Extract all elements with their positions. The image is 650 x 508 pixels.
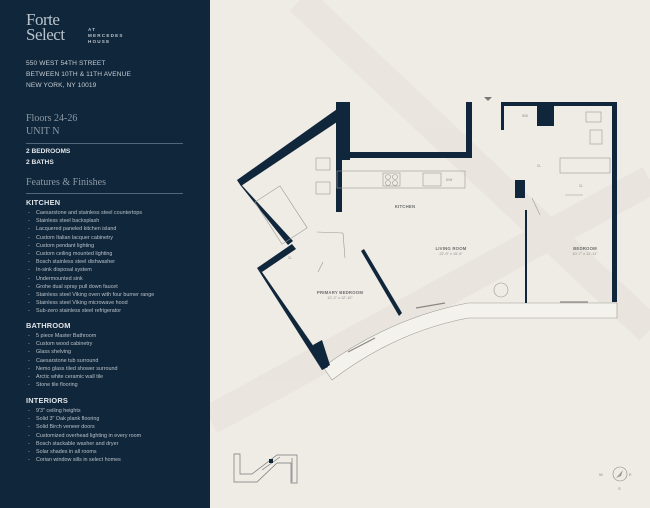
- feature-item: Sub-zero stainless steel refrigerator: [26, 307, 154, 315]
- feature-item: In-sink disposal system: [26, 266, 154, 274]
- feature-item: Custom Italian lacquer cabinetry: [26, 234, 154, 242]
- closet-label: CL: [537, 164, 542, 168]
- section-interiors-title: INTERIORS: [26, 396, 69, 405]
- section-bathroom-title: BATHROOM: [26, 321, 71, 330]
- window-band: [322, 302, 618, 381]
- feature-item: 5 piece Master Bathroom: [26, 332, 118, 340]
- bedrooms: 2 BEDROOMS: [26, 148, 71, 155]
- primary-bedroom-dims: 12'-2" x 12'-10": [327, 296, 353, 300]
- compass-e: E: [629, 472, 632, 477]
- feature-item: Arctic white ceramic wall tile: [26, 373, 118, 381]
- compass-s: S: [618, 486, 621, 491]
- feature-item: Stainless steel Viking microwave hood: [26, 299, 154, 307]
- feature-item: Custom ceiling mounted lighting: [26, 250, 154, 258]
- floors: Floors 24-26: [26, 113, 78, 124]
- closet-label: CL: [579, 184, 584, 188]
- walls: [237, 102, 617, 370]
- feature-item: Stainless steel backsplash: [26, 217, 154, 225]
- feature-item: 9'3" ceiling heights: [26, 407, 141, 415]
- feature-item: Stone tile flooring: [26, 381, 118, 389]
- address-line: NEW YORK, NY 10019: [26, 82, 97, 89]
- washer-dryer-label: W/D: [522, 114, 529, 118]
- divider: [26, 193, 183, 194]
- living-room-label: LIVING ROOM: [435, 246, 467, 251]
- baths: 2 BATHS: [26, 159, 54, 166]
- bathroom-list: 5 piece Master BathroomCustom wood cabin…: [26, 332, 118, 389]
- living-room-dims: 22'-9" x 15'-9": [439, 252, 463, 256]
- feature-item: Caesarstone tub surround: [26, 357, 118, 365]
- feature-item: Glass shelving: [26, 348, 118, 356]
- primary-bedroom-label: PRIMARY BEDROOM: [316, 290, 364, 295]
- feature-item: Grohe dual spray pull down faucet: [26, 283, 154, 291]
- feature-item: Lacquered paneled kitchen island: [26, 225, 154, 233]
- section-kitchen-title: KITCHEN: [26, 198, 61, 207]
- dishwasher-label: D/W: [446, 178, 453, 182]
- bedroom-label: BEDROOM: [573, 246, 597, 251]
- feature-item: Solid 3" Oak plank flooring: [26, 415, 141, 423]
- feature-item: Bosch stainless steel dishwasher: [26, 258, 154, 266]
- feature-item: Undermounted sink: [26, 275, 154, 283]
- feature-item: Customized overhead lighting in every ro…: [26, 432, 141, 440]
- feature-item: Nemo glass tiled shower surround: [26, 365, 118, 373]
- features-title: Features & Finishes: [26, 177, 106, 188]
- closet-label: CL: [288, 256, 293, 260]
- kitchen-list: Caesarstone and stainless steel countert…: [26, 209, 154, 315]
- compass-icon: [612, 466, 628, 482]
- floor-plan: [210, 0, 650, 484]
- feature-item: Solid Birch veneer doors: [26, 423, 141, 431]
- feature-item: Corian window sills in select homes: [26, 456, 141, 464]
- compass-w: W: [599, 472, 603, 477]
- address-line: BETWEEN 10TH & 11TH AVENUE: [26, 71, 131, 78]
- feature-item: Custom wood cabinetry: [26, 340, 118, 348]
- address-line: 550 WEST 54TH STREET: [26, 60, 106, 67]
- feature-item: Custom pendant lighting: [26, 242, 154, 250]
- divider: [26, 143, 183, 144]
- feature-item: Bosch stackable washer and dryer: [26, 440, 141, 448]
- interiors-list: 9'3" ceiling heightsSolid 3" Oak plank f…: [26, 407, 141, 464]
- floor-plan-area: N S W E KITCHEN LIVING ROOM 22'-9" x 15'…: [210, 0, 650, 508]
- unit-name: UNIT N: [26, 126, 60, 137]
- feature-item: Caesarstone and stainless steel countert…: [26, 209, 154, 217]
- key-plan: [233, 453, 298, 484]
- kitchen-label: KITCHEN: [394, 204, 416, 209]
- feature-item: Stainless steel Viking oven with four bu…: [26, 291, 154, 299]
- bedroom-dims: 10'-7" x 12'-11": [572, 252, 598, 256]
- feature-item: Solar shades in all rooms: [26, 448, 141, 456]
